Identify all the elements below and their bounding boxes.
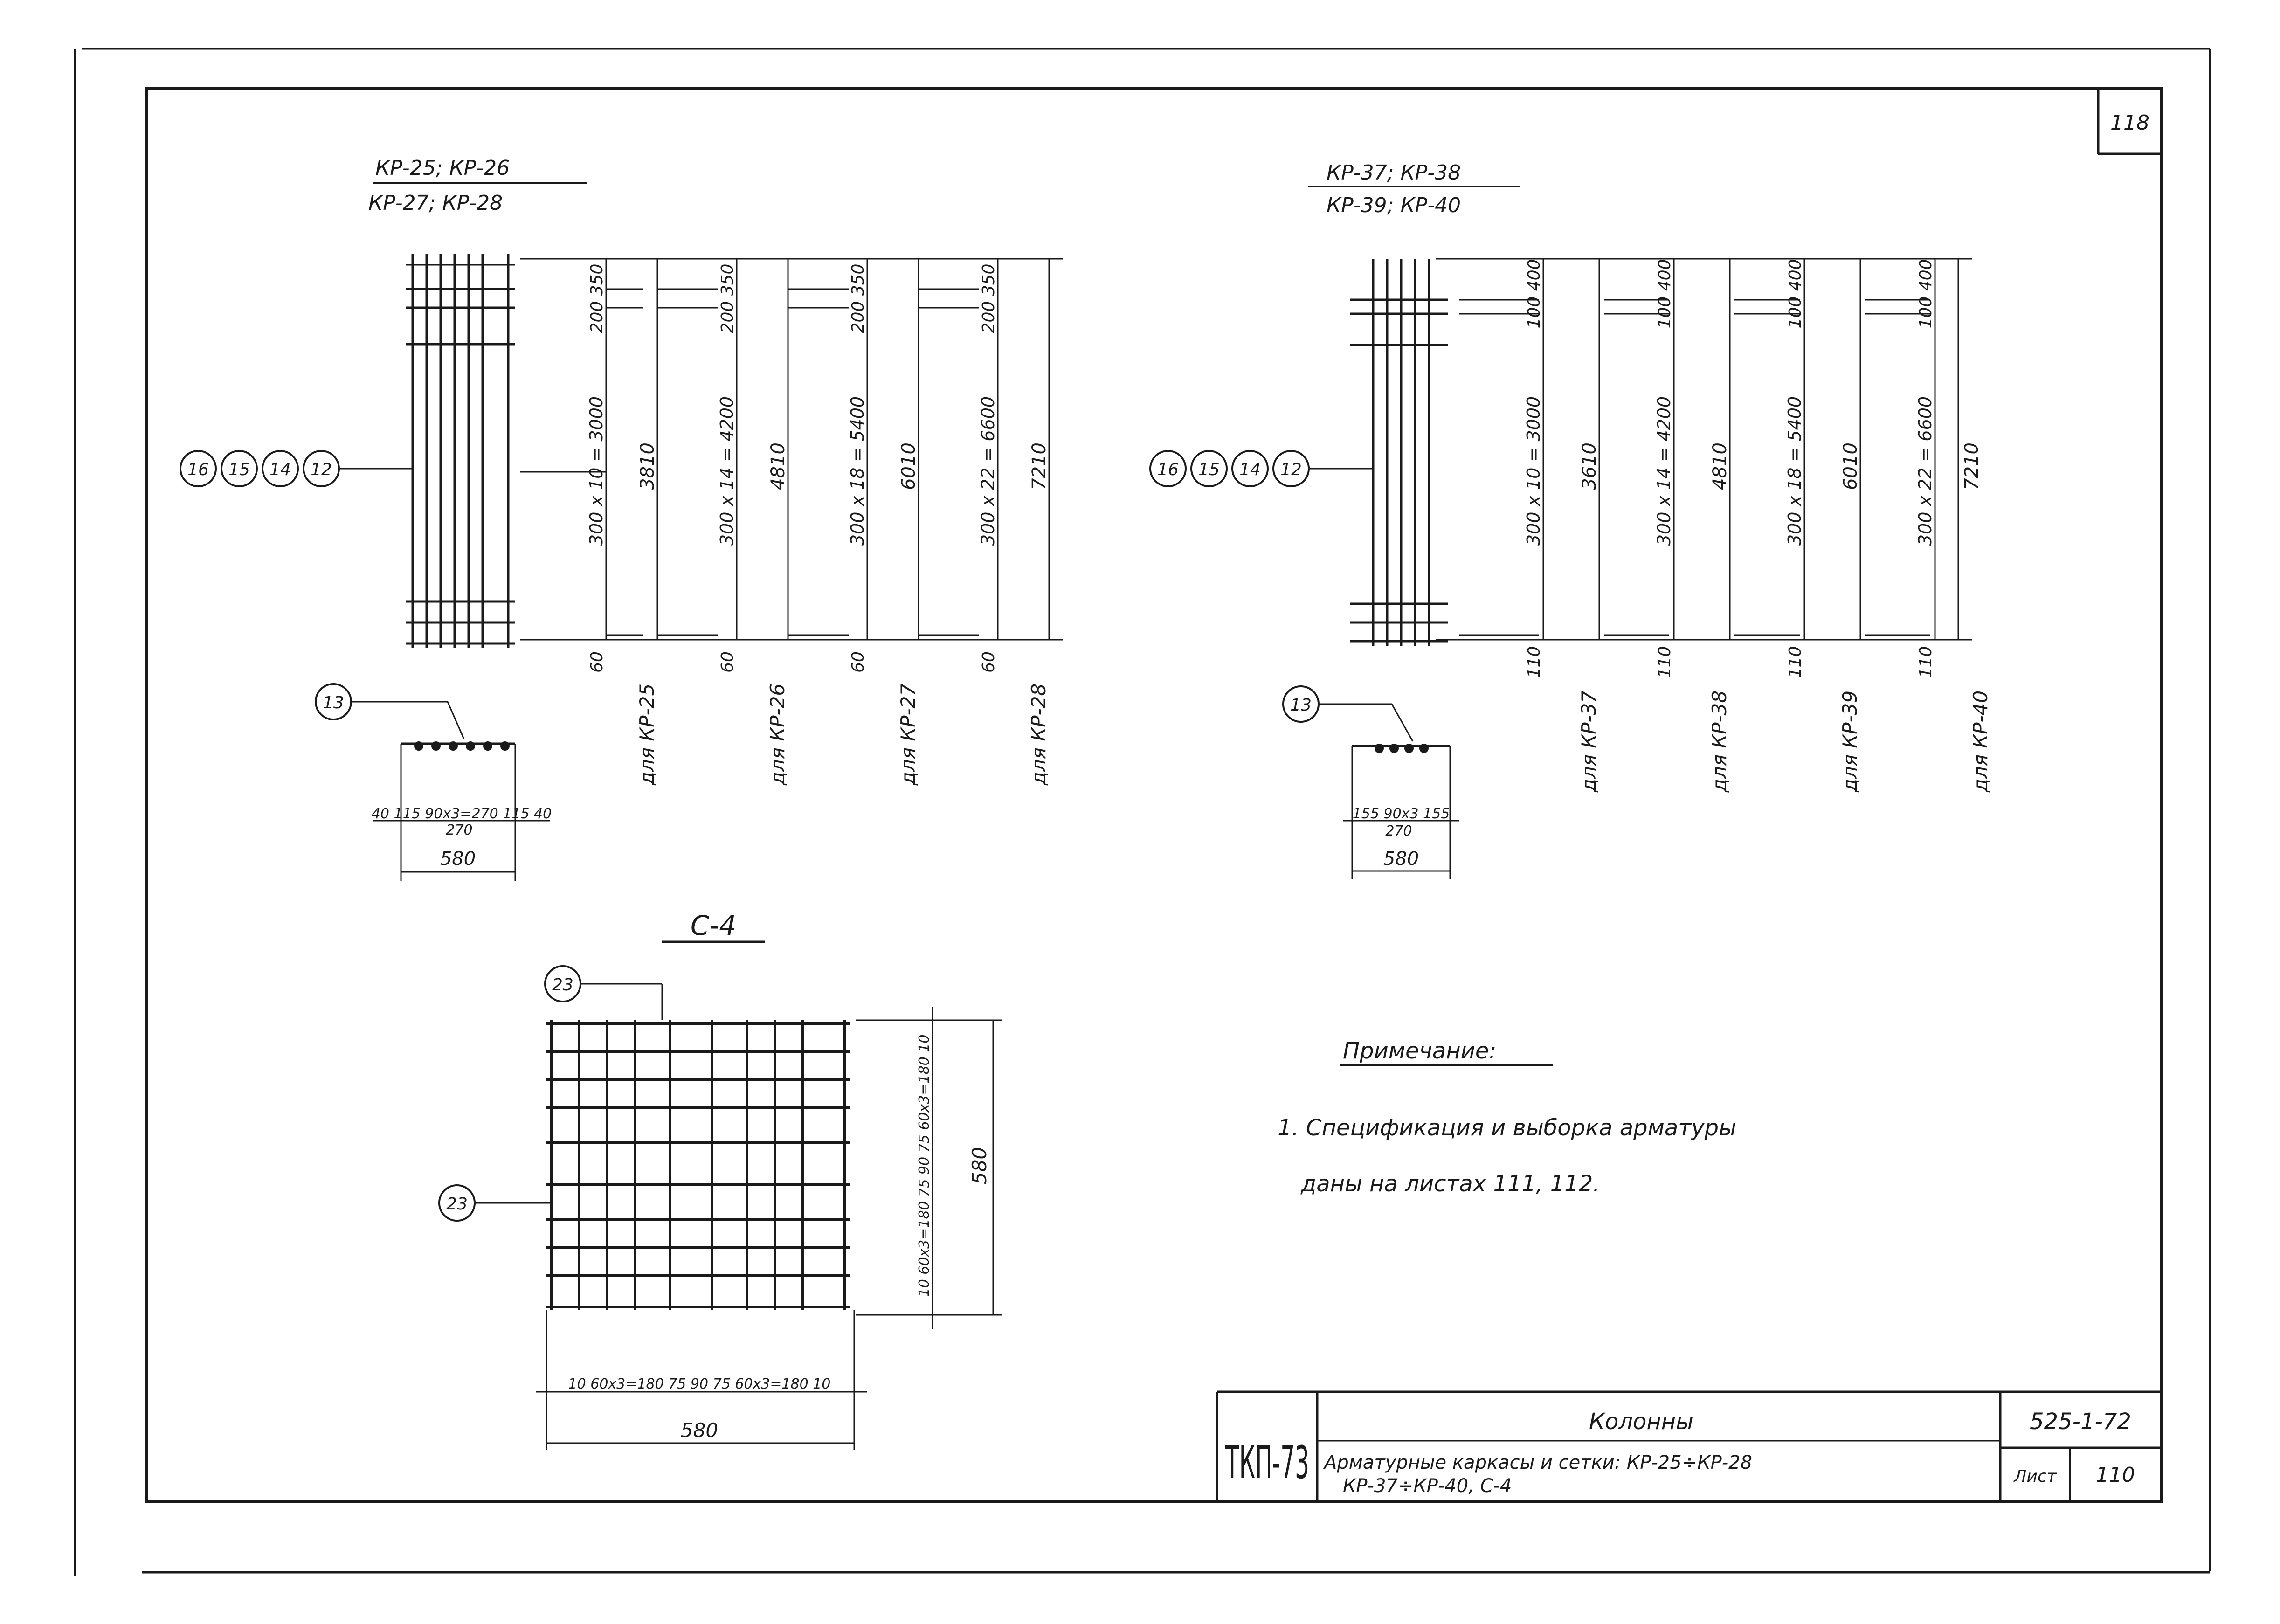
left-total-1: 3810 — [637, 442, 658, 490]
left-bottom-dim-4: 60 — [979, 651, 998, 673]
right-callout-15: 15 — [1198, 460, 1220, 479]
sheet-description-line1: Арматурные каркасы и сетки: КР-25÷КР-28 — [1323, 1452, 1752, 1473]
left-mid-dim-4: 300 x 22 = 6600 — [978, 396, 998, 546]
left-top-dim-4: 200 350 — [979, 264, 998, 333]
right-frame-group: КР-37; КР-38 КР-39; КР-40 — [1149, 161, 1992, 879]
right-mid-dim-4: 300 x 22 = 6600 — [1915, 396, 1935, 546]
right-bottom-dim-2: 110 — [1655, 646, 1674, 678]
right-top-dim-2: 100 400 — [1655, 259, 1674, 329]
right-top-dim-4: 100 400 — [1916, 259, 1935, 329]
right-total-1: 3610 — [1579, 442, 1600, 490]
left-frame-elevation — [406, 254, 515, 648]
section-name: Колонны — [1589, 1409, 1693, 1435]
left-callouts: 16 15 14 12 — [180, 450, 413, 487]
left-section-dims: 40 115 90x3=270 115 40 — [372, 806, 552, 822]
note-line1: 1. Спецификация и выборка арматуры — [1278, 1115, 1736, 1141]
left-callout-12: 12 — [311, 460, 332, 479]
left-top-dim-2: 200 350 — [718, 264, 737, 333]
right-bottom-dim-4: 110 — [1916, 646, 1935, 678]
left-section-sub: 270 — [446, 822, 472, 838]
title-block: ТКП-73 Колонны 525-1-72 Арматурные карка… — [1216, 1390, 2161, 1501]
mesh-callout-top: 23 — [552, 975, 573, 995]
org-stamp: ТКП-73 — [1225, 1437, 1309, 1489]
right-mid-dim-3: 300 x 18 = 5400 — [1784, 396, 1805, 546]
left-total-3: 6010 — [898, 442, 919, 490]
mesh-title: С-4 — [691, 910, 736, 941]
mesh-right-dims: 10 60x3=180 75 90 75 60x3=180 10 — [916, 1035, 933, 1297]
left-bottom-dim-1: 60 — [587, 651, 607, 673]
mesh-right-total: 580 — [968, 1147, 991, 1184]
left-label-3: для КР-27 — [897, 684, 919, 786]
right-section-total: 580 — [1383, 848, 1419, 870]
left-bottom-dim-2: 60 — [718, 651, 737, 673]
right-callouts: 16 15 14 12 — [1149, 450, 1373, 487]
sheet-frame — [74, 48, 2211, 1576]
note-line2: даны на листах 111, 112. — [1300, 1171, 1600, 1197]
right-title-line1: КР-37; КР-38 — [1327, 161, 1461, 185]
right-label-2: для КР-38 — [1708, 691, 1731, 793]
left-label-2: для КР-26 — [766, 684, 789, 786]
right-dimension-lines — [1436, 258, 1972, 641]
mesh-c4-group: С-4 — [438, 910, 1002, 1450]
left-label-4: для КР-28 — [1027, 684, 1050, 786]
left-mid-dim-1: 300 x 10 = 3000 — [586, 396, 607, 546]
right-total-3: 6010 — [1840, 442, 1861, 490]
left-title-line1: КР-25; КР-26 — [375, 156, 510, 180]
right-callout-14: 14 — [1239, 460, 1261, 479]
right-frame-elevation — [1350, 259, 1448, 646]
right-total-4: 7210 — [1961, 442, 1983, 490]
right-label-3: для КР-39 — [1838, 691, 1861, 793]
corner-page-box: 118 — [2097, 89, 2161, 155]
left-section: 13 40 115 90x3=270 115 40 270 580 — [315, 683, 552, 881]
sheet-label: Лист — [2013, 1467, 2057, 1486]
right-mid-dim-1: 300 x 10 = 3000 — [1523, 396, 1544, 546]
left-mid-dim-2: 300 x 14 = 4200 — [717, 396, 737, 546]
right-mid-dim-2: 300 x 14 = 4200 — [1654, 396, 1674, 546]
left-title-line2: КР-27; КР-28 — [368, 191, 503, 215]
left-frame-group: КР-25; КР-26 КР-27; КР-28 — [180, 156, 1063, 881]
right-top-dim-3: 100 400 — [1786, 259, 1805, 329]
left-top-dim-3: 200 350 — [849, 264, 868, 333]
left-total-4: 7210 — [1029, 442, 1050, 490]
right-label-4: для КР-40 — [1969, 691, 1992, 793]
mesh-bottom-dims: 10 60x3=180 75 90 75 60x3=180 10 — [568, 1376, 831, 1392]
left-callout-14: 14 — [269, 460, 291, 479]
mesh-callout-left: 23 — [446, 1195, 468, 1214]
right-label-1: для КР-37 — [1577, 691, 1600, 793]
note-group: Примечание: 1. Спецификация и выборка ар… — [1278, 1038, 1736, 1197]
right-callout-16: 16 — [1157, 460, 1179, 479]
left-bottom-dim-3: 60 — [849, 651, 868, 673]
left-top-dim-1: 200 350 — [587, 264, 607, 333]
right-top-dim-1: 100 400 — [1525, 259, 1544, 329]
left-label-1: для КР-25 — [636, 684, 658, 786]
left-section-total: 580 — [440, 848, 476, 870]
right-callout-12: 12 — [1280, 460, 1302, 479]
left-section-callout: 13 — [323, 693, 344, 712]
right-bottom-dim-1: 110 — [1525, 646, 1544, 678]
left-mid-dim-3: 300 x 18 = 5400 — [847, 396, 868, 546]
left-dimension-lines — [520, 258, 1063, 641]
sheet-description-line2: КР-37÷КР-40, С-4 — [1343, 1475, 1512, 1497]
right-section-sub: 270 — [1385, 823, 1412, 839]
mesh-bottom-total: 580 — [681, 1419, 718, 1442]
corner-page-number: 118 — [2110, 111, 2149, 135]
mesh-dim-lines — [536, 1007, 1002, 1450]
sheet-number: 110 — [2096, 1463, 2135, 1487]
right-section-dims: 155 90x3 155 — [1353, 806, 1450, 822]
right-title-line2: КР-39; КР-40 — [1327, 193, 1461, 217]
right-total-2: 4810 — [1709, 442, 1731, 490]
right-section: 13 155 90x3 155 270 580 — [1282, 685, 1459, 879]
note-heading: Примечание: — [1343, 1038, 1497, 1064]
left-callout-15: 15 — [228, 460, 250, 479]
document-code: 525-1-72 — [2030, 1409, 2131, 1435]
left-total-2: 4810 — [767, 442, 789, 490]
right-bottom-dim-3: 110 — [1786, 646, 1805, 678]
left-callout-16: 16 — [187, 460, 209, 479]
right-section-callout: 13 — [1290, 696, 1312, 715]
mesh-grid — [546, 1020, 850, 1310]
